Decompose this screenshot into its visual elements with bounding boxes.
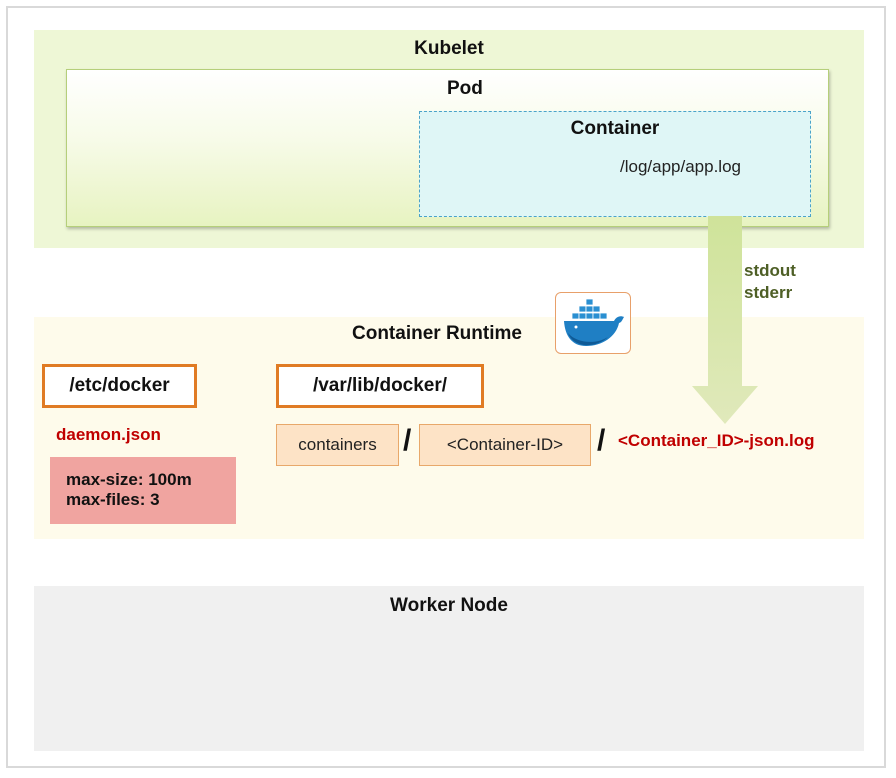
path-separator: /: [597, 424, 606, 457]
worker-node-title: Worker Node: [390, 595, 508, 616]
daemon-json-label: daemon.json: [56, 425, 161, 444]
container-log-path: /log/app/app.log: [620, 157, 741, 176]
daemon-config-box: max-size: 100m max-files: 3: [50, 457, 236, 524]
kubelet-title: Kubelet: [414, 38, 484, 59]
max-files-setting: max-files: 3: [66, 490, 160, 509]
json-log-filename: <Container_ID>-json.log: [618, 431, 815, 450]
max-size-setting: max-size: 100m: [66, 470, 192, 489]
stream-labels: stdout stderr: [744, 260, 796, 304]
pod-title: Pod: [447, 78, 483, 99]
container-id-segment: <Container-ID>: [419, 424, 591, 466]
path-separator: /: [403, 424, 412, 457]
var-lib-docker-path: /var/lib/docker/: [276, 364, 484, 408]
log-flow-arrow: [692, 216, 758, 424]
containers-segment: containers: [276, 424, 399, 466]
stderr-label: stderr: [744, 283, 793, 302]
etc-docker-path: /etc/docker: [42, 364, 197, 408]
docker-whale-icon: [555, 292, 631, 354]
container-box: Container /log/app/app.log: [419, 111, 811, 217]
container-runtime-title: Container Runtime: [352, 323, 522, 344]
container-title: Container: [570, 118, 660, 139]
stdout-label: stdout: [744, 261, 796, 280]
worker-node-section: Worker Node: [34, 586, 864, 751]
